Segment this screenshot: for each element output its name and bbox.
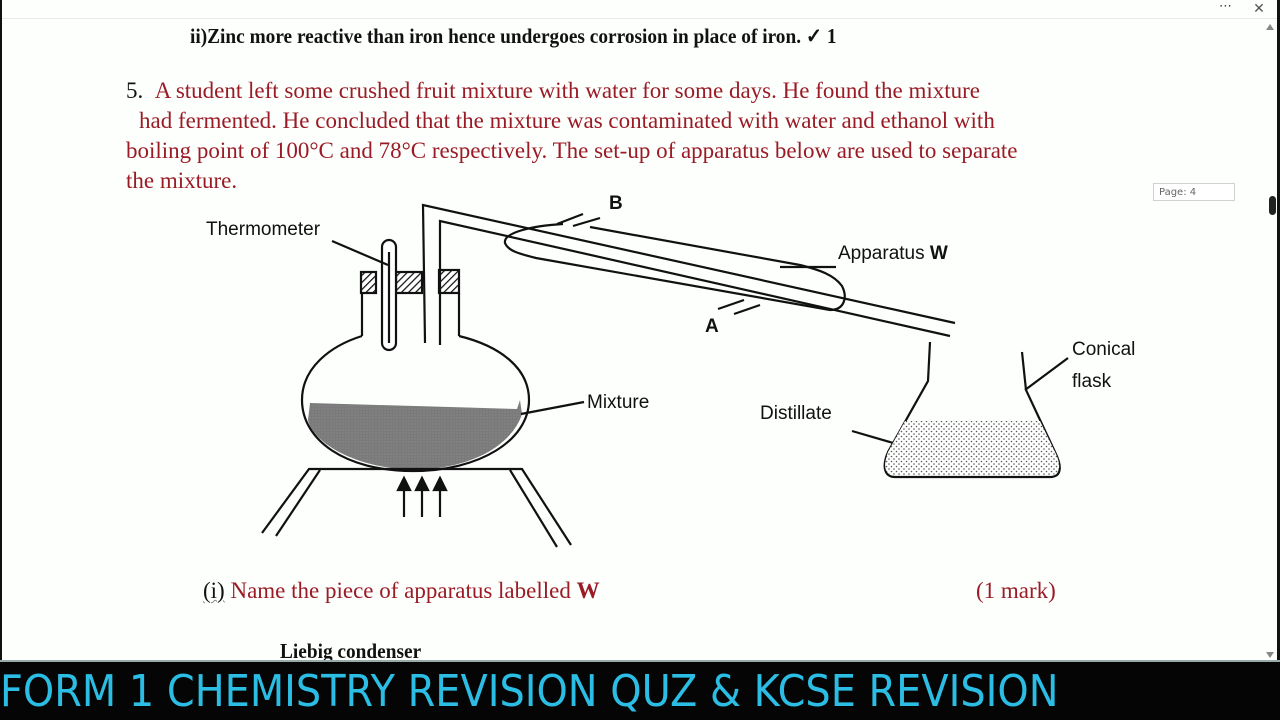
stopper-right — [437, 268, 461, 295]
banner-text: FORM 1 CHEMISTRY REVISION QUZ & KCSE REV… — [0, 666, 1059, 717]
window-right-border — [1277, 0, 1280, 660]
scroll-up-arrow-icon[interactable] — [1266, 24, 1274, 30]
answer-text: Liebig condenser — [280, 639, 422, 663]
round-bottom-flask — [300, 334, 531, 473]
mixture-liquid — [308, 400, 522, 470]
previous-answer-text: ii)Zinc more reactive than iron hence un… — [190, 24, 837, 48]
label-thermometer: Thermometer — [206, 219, 321, 240]
conical-flask — [883, 341, 1061, 479]
heat-arrows-icon — [396, 475, 448, 517]
sub-question-i: (i) Name the piece of apparatus labelled… — [203, 578, 600, 603]
stopper-middle — [394, 270, 424, 295]
scrollbar-thumb[interactable] — [1269, 196, 1276, 215]
label-mixture: Mixture — [587, 392, 650, 413]
label-a: A — [705, 316, 719, 337]
video-title-banner: FORM 1 CHEMISTRY REVISION QUZ & KCSE REV… — [0, 660, 1280, 720]
vertical-scrollbar[interactable] — [1264, 18, 1277, 660]
marks-label: (1 mark) — [976, 578, 1056, 603]
label-conical: Conical — [1072, 339, 1136, 360]
stopper-left — [359, 270, 378, 295]
scroll-down-arrow-icon[interactable] — [1266, 652, 1274, 658]
window-left-border — [0, 0, 2, 660]
label-flask: flask — [1072, 371, 1112, 392]
distillation-diagram — [261, 203, 1069, 548]
delivery-tube — [421, 203, 956, 344]
viewer-top-bar: ⋯ ✕ — [2, 0, 1277, 19]
condenser-jacket — [503, 222, 846, 312]
question-line-1: 5. A student left some crushed fruit mix… — [126, 78, 980, 103]
label-apparatus-w: Apparatus W — [838, 243, 948, 264]
page-indicator: Page: 4 — [1153, 183, 1235, 201]
more-options-icon[interactable]: ⋯ — [1219, 0, 1232, 14]
question-number: 5. — [126, 78, 144, 103]
distillate-liquid — [885, 421, 1060, 475]
label-b: B — [609, 193, 623, 214]
question-line-3: boiling point of 100°C and 78°C respecti… — [126, 138, 1018, 163]
question-line-4: the mixture. — [126, 168, 238, 193]
question-line-2: had fermented. He concluded that the mix… — [139, 108, 995, 133]
label-distillate: Distillate — [760, 403, 832, 424]
close-icon[interactable]: ✕ — [1253, 1, 1265, 17]
tripod-stand — [261, 467, 572, 546]
